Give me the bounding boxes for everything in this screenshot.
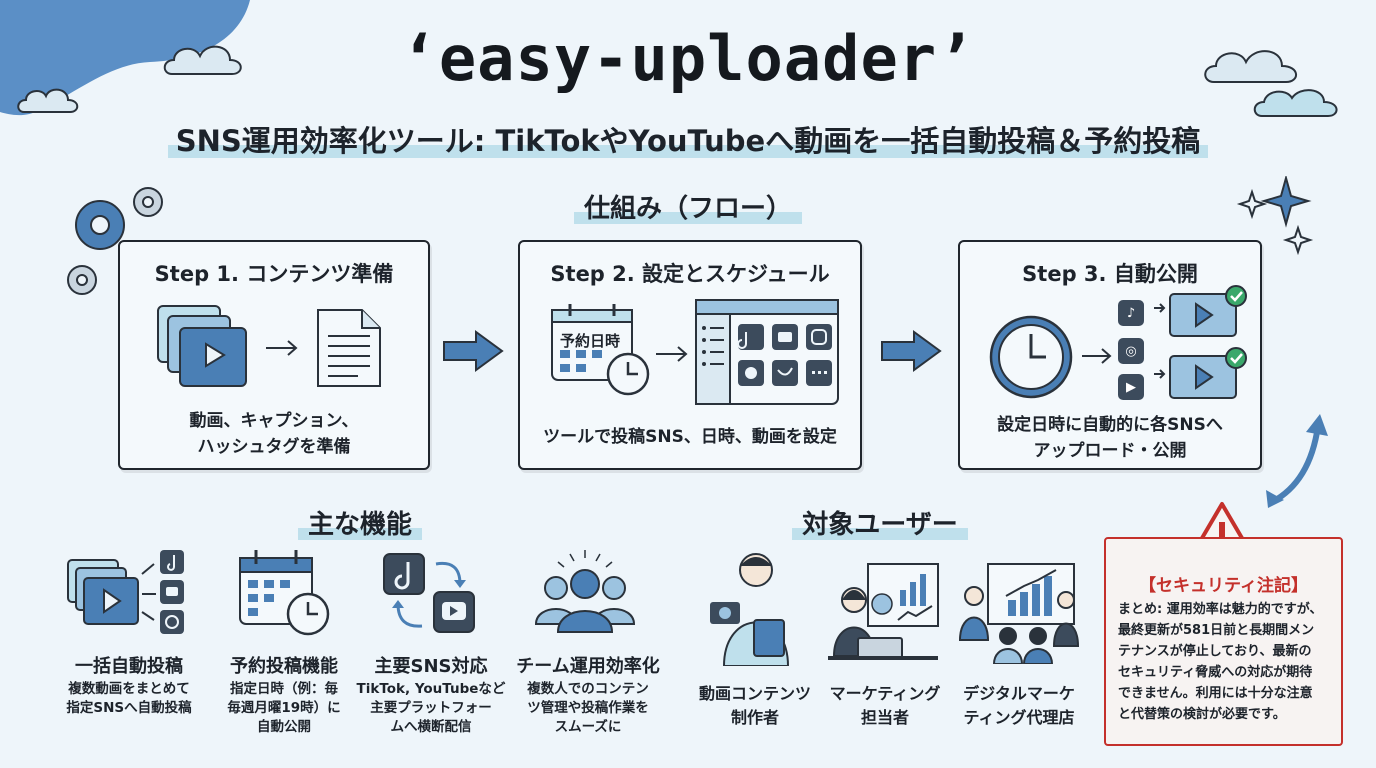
step-3-card: Step 3. 自動公開 ♪ ◎ ▶ 設定日時に自動的に各SNSへ アップロード… [958,240,1262,470]
feature-2-desc-line2: 毎週月曜19時）に [227,700,341,716]
double-arrow-icon [1266,414,1328,508]
feature-1-title: 一括自動投稿 [75,656,183,677]
user-1-line2: 制作者 [730,708,779,727]
small-cloud-icon [1204,50,1297,83]
feature-2-title: 予約投稿機能 [230,656,338,677]
security-note-heading: 【セキュリティ注記】 [1139,576,1308,596]
security-note-line: と代替策の検討が必要です。 [1118,707,1286,722]
youtube-icon: ▶ [1118,374,1144,400]
step-1-title: Step 1. コンテンツ準備 [154,262,394,286]
step-2-title: Step 2. 設定とスケジュール [550,262,830,286]
feature-4-desc-line1: 複数人でのコンテン [527,681,649,697]
app-window-icon [695,299,839,405]
published-video-icon [1154,285,1247,337]
marketer-icon [828,563,939,660]
gear-icon [67,187,163,295]
feature-1-desc-line1: 複数動画をまとめて [68,681,190,697]
feature-4-desc-line3: スムーズに [554,719,622,735]
arrow-right-icon [1082,348,1112,364]
bulk-upload-icon [67,550,184,634]
security-note: 【セキュリティ注記】 まとめ: 運用効率は魅力的ですが、 最終更新が581日前と… [1104,537,1343,746]
user-2-line1: マーケティング [829,684,941,703]
step-1-caption-line2: ハッシュタグを準備 [197,437,351,457]
flow-arrow-icon [443,330,504,372]
flow-arrow-icon [881,330,942,372]
feature-3-title: 主要SNS対応 [374,656,488,677]
feature-3-desc-line3: ムへ横断配信 [390,719,472,735]
step-1-card: Step 1. コンテンツ準備 動画、キャプション、 ハッシュタグを準備 [118,240,430,470]
feature-2-desc-line1: 指定日時（例：毎 [230,681,338,697]
security-note-line: 最終更新が581日前と長期間メン [1118,623,1315,638]
security-note-line: できません。利用には十分な注意 [1118,686,1313,701]
clock-icon [989,315,1073,399]
calendar-icon [551,304,650,396]
sparkle-icon [1236,176,1314,256]
user-1-line1: 動画コンテンツ [698,684,811,703]
user-3-line1: デジタルマーケ [963,684,1075,703]
step-2-caption: ツールで投稿SNS、日時、動画を設定 [543,427,837,447]
step-2-card: Step 2. 設定とスケジュール 予約日時 ツールで投稿SNS、日時、動画を設… [518,240,862,470]
schedule-calendar-icon [239,550,330,636]
arrow-right-icon [266,340,298,356]
video-creator-icon [710,553,790,666]
features-heading: 主な機能 [240,504,480,541]
step-3-caption-line2: アップロード・公開 [1033,441,1187,461]
small-cloud-icon [17,88,79,113]
user-2-line2: 担当者 [860,708,909,727]
user-3-line2: ティング代理店 [963,708,1075,727]
small-cloud-icon [163,45,242,75]
users-heading: 対象ユーザー [760,504,1000,541]
security-note-line: まとめ: 運用効率は魅力的ですが、 [1118,602,1323,617]
page-title: ‘easy-uploader’ [400,22,976,95]
security-note-line: テナンスが停止しており、最新の [1118,644,1312,659]
step-3-caption-line1: 設定日時に自動的に各SNSへ [997,415,1223,435]
feature-1-desc-line2: 指定SNSへ自動投稿 [66,700,192,716]
page-subtitle: SNS運用効率化ツール: TikTokやYouTubeへ動画を一括自動投稿＆予約… [0,118,1376,160]
feature-3-desc-line2: 主要プラットフォー [370,700,492,716]
tiktok-icon: ♪ [1118,300,1144,326]
document-icon [317,309,381,387]
video-files-icon [157,305,247,387]
cloud-decoration [0,0,250,116]
small-cloud-icon [1253,89,1338,117]
arrow-right-icon [656,346,688,362]
step-3-title: Step 3. 自動公開 [1022,262,1198,286]
platform-sync-icon [383,553,475,633]
instagram-icon: ◎ [1118,338,1144,364]
feature-4-desc-line2: ツ管理や投稿作業を [527,700,649,716]
feature-2-desc-line3: 自動公開 [257,719,311,735]
feature-3-desc-line1: TikTok, YouTubeなど [356,681,506,697]
published-video-icon [1154,347,1247,399]
team-icon [534,550,636,633]
agency-team-icon [958,563,1080,664]
calendar-label: 予約日時 [560,332,621,350]
feature-4-title: チーム運用効率化 [516,656,660,677]
security-note-line: セキュリティ脅威への対応が期待 [1118,665,1313,680]
step-1-caption-line1: 動画、キャプション、 [189,411,359,431]
flow-heading: 仕組み（フロー） [488,188,888,225]
